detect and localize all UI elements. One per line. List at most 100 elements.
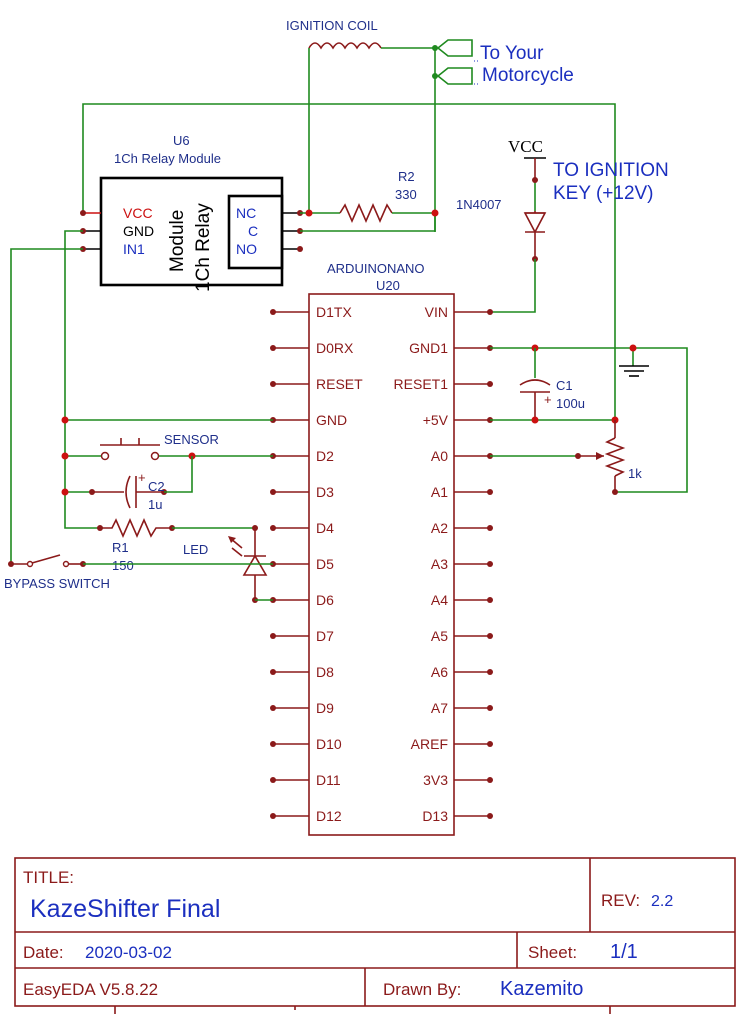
arduino-pin-d4: D4 (270, 520, 334, 536)
arduino-pin-gnd: GND (270, 412, 347, 428)
date-label: Date: (23, 943, 64, 962)
drawn-by-label: Drawn By: (383, 980, 461, 999)
svg-text:D13: D13 (422, 808, 448, 824)
relay-contact-no: NO (236, 241, 257, 257)
pot-value: 1k (628, 466, 642, 481)
svg-text:D3: D3 (316, 484, 334, 500)
arduino-pin-d7: D7 (270, 628, 334, 644)
svg-text:A0: A0 (431, 448, 448, 464)
arduino-pin-5v: +5V (423, 412, 493, 428)
svg-text:D5: D5 (316, 556, 334, 572)
svg-text:A5: A5 (431, 628, 448, 644)
arduino-pin-a7: A7 (431, 700, 493, 716)
arduino-pin-a2: A2 (431, 520, 493, 536)
bypass-switch (11, 554, 83, 568)
relay-contact-nc: NC (236, 205, 256, 221)
svg-text:3V3: 3V3 (423, 772, 448, 788)
ignition-key-label-1: TO IGNITION (553, 160, 669, 181)
rev-label: REV: (601, 891, 640, 910)
relay-body-text-2: 1Ch Relay (193, 203, 214, 292)
diode-label: 1N4007 (456, 197, 502, 212)
arduino-pin-d5: D5 (270, 556, 334, 572)
relay-contact-box (227, 194, 284, 270)
svg-text:+5V: +5V (423, 412, 449, 428)
svg-text:D2: D2 (316, 448, 334, 464)
r2-value: 330 (395, 187, 417, 202)
sheet-value: 1/1 (610, 941, 638, 963)
svg-text:D9: D9 (316, 700, 334, 716)
ignition-coil-label: IGNITION COIL (286, 18, 378, 33)
svg-text:GND: GND (316, 412, 347, 428)
arduino-pin-d12: D12 (270, 808, 342, 824)
title-block (14, 857, 736, 1014)
arduino-pin-vin: VIN (425, 304, 493, 320)
arduino-pin-d6: D6 (270, 592, 334, 608)
svg-text:GND1: GND1 (409, 340, 448, 356)
ground-symbol (619, 365, 649, 377)
svg-text:A4: A4 (431, 592, 448, 608)
sensor-switch (100, 438, 160, 461)
svg-text:A3: A3 (431, 556, 448, 572)
rev-value: 2.2 (651, 893, 673, 910)
arduino-pin-d9: D9 (270, 700, 334, 716)
diode-1n4007 (523, 211, 547, 259)
r1-resistor (100, 518, 172, 538)
svg-text:A6: A6 (431, 664, 448, 680)
svg-text:D1TX: D1TX (316, 304, 352, 320)
arduino-pin-a1: A1 (431, 484, 493, 500)
svg-text:D4: D4 (316, 520, 334, 536)
arduino-pin-d2: D2 (270, 448, 334, 464)
relay-designator: U6 (173, 133, 190, 148)
svg-text:VIN: VIN (425, 304, 448, 320)
arduino-pin-3v3: 3V3 (423, 772, 493, 788)
arduino-pin-reset1: RESET1 (394, 376, 493, 392)
r1-value: 150 (112, 558, 134, 573)
software-label: EasyEDA V5.8.22 (23, 980, 158, 999)
c2-capacitor: + (125, 470, 164, 509)
c1-capacitor: + (519, 379, 552, 420)
arduino-pin-d1tx: D1TX (270, 304, 352, 320)
arduino-pin-d13: D13 (422, 808, 493, 824)
arduino-pin-a5: A5 (431, 628, 493, 644)
svg-text:D12: D12 (316, 808, 342, 824)
c1-designator: C1 (556, 378, 573, 393)
motorcycle-label: Motorcycle (482, 65, 574, 86)
title-value: KazeShifter Final (30, 895, 220, 923)
led-label: LED (183, 542, 208, 557)
arduino-name: ARDUINONANO (327, 261, 425, 276)
svg-text:+: + (544, 392, 552, 407)
relay-name: 1Ch Relay Module (114, 151, 221, 166)
potentiometer-1k (604, 437, 626, 477)
vcc-label: VCC (508, 137, 543, 156)
arduino-pin-reset: RESET (270, 376, 363, 392)
to-your-label: To Your (480, 43, 544, 64)
c2-designator: C2 (148, 479, 165, 494)
arduino-pin-d0rx: D0RX (270, 340, 354, 356)
relay-contact-c: C (248, 223, 258, 239)
arduino-left-pins: D1TXD0RXRESETGNDD2D3D4D5D6D7D8D9D10D11D1… (270, 304, 363, 824)
svg-text:D8: D8 (316, 664, 334, 680)
relay-body-text-1: Module (167, 210, 188, 272)
svg-text:RESET1: RESET1 (394, 376, 449, 392)
sheet-label: Sheet: (528, 943, 577, 962)
svg-text:AREF: AREF (411, 736, 448, 752)
motorcycle-terminal-1 (436, 39, 473, 57)
title-label: TITLE: (23, 868, 74, 887)
motorcycle-terminal-2 (436, 67, 473, 85)
ignition-key-label-2: KEY (+12V) (553, 183, 654, 204)
r1-designator: R1 (112, 540, 129, 555)
c2-value: 1u (148, 497, 162, 512)
arduino-pin-d11: D11 (270, 772, 341, 788)
relay-pin-gnd: GND (123, 223, 154, 239)
arduino-pin-d8: D8 (270, 664, 334, 680)
arduino-pin-gnd1: GND1 (409, 340, 493, 356)
sensor-label: SENSOR (164, 432, 219, 447)
svg-text:RESET: RESET (316, 376, 363, 392)
arduino-pin-a3: A3 (431, 556, 493, 572)
ignition-coil-inductor (308, 42, 382, 50)
date-value: 2020-03-02 (85, 943, 172, 962)
svg-text:D7: D7 (316, 628, 334, 644)
svg-text:A1: A1 (431, 484, 448, 500)
c1-value: 100u (556, 396, 585, 411)
